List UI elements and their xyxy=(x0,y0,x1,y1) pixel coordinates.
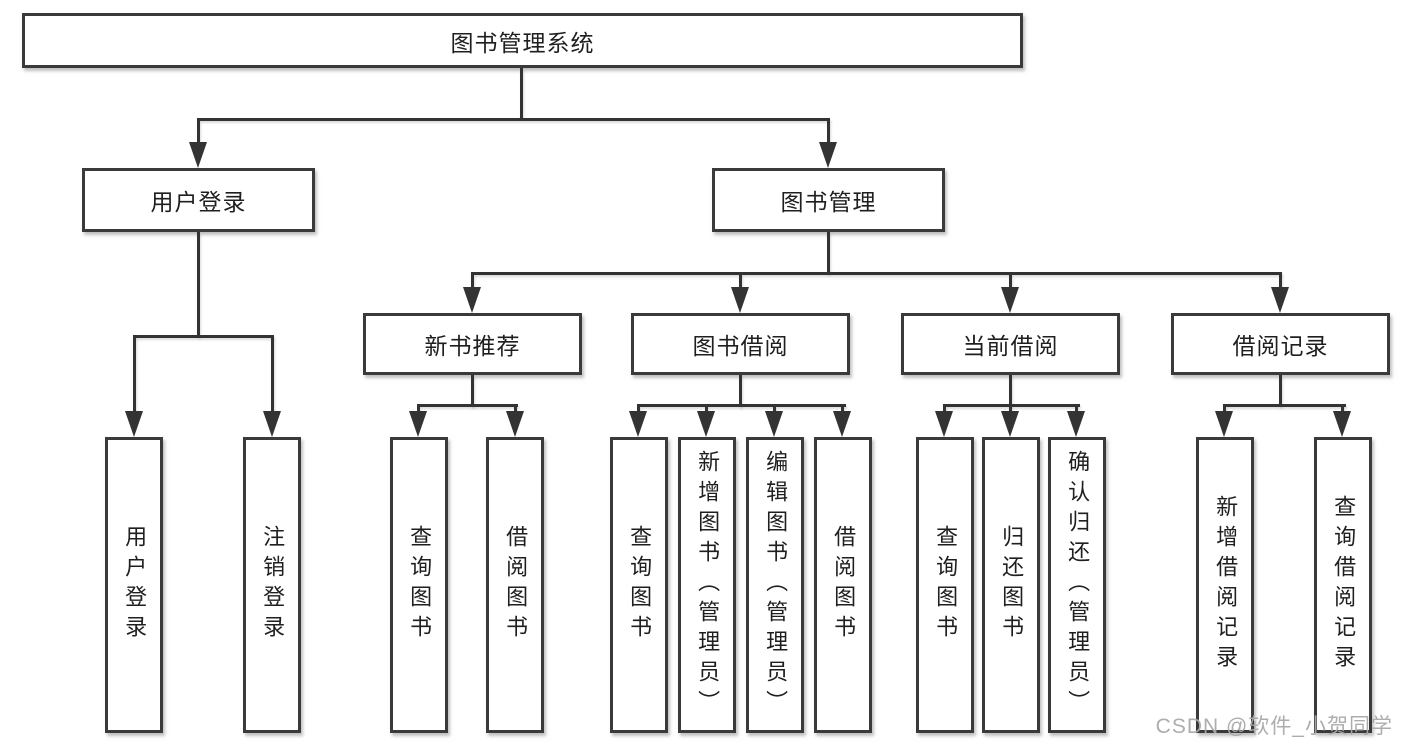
arrowhead-icon xyxy=(1271,287,1289,313)
connector-current-hline xyxy=(943,404,1080,407)
arrowhead-icon xyxy=(463,287,481,313)
node-current-borrow: 当前借阅 xyxy=(901,313,1120,375)
arrowhead-icon xyxy=(731,287,749,313)
connector-stem xyxy=(1341,406,1344,413)
connector-borrow-stem xyxy=(739,274,742,290)
node-leaf-borrow-books-1: 借阅图书 xyxy=(486,437,544,733)
node-library-system: 图书管理系统 xyxy=(22,13,1023,68)
connector-login-stem xyxy=(197,120,200,144)
arrowhead-icon xyxy=(1067,411,1085,437)
connector-stem xyxy=(773,406,776,413)
connector-current-down xyxy=(1009,375,1012,407)
node-leaf-add-borrow-record: 新增借阅记录 xyxy=(1196,437,1254,733)
connector-mgmt-down xyxy=(827,232,830,274)
connector-stem xyxy=(1223,406,1226,413)
connector-stem xyxy=(1075,406,1078,413)
connector-records-hline xyxy=(1223,404,1346,407)
arrowhead-icon xyxy=(765,411,783,437)
node-borrow-records: 借阅记录 xyxy=(1171,313,1390,375)
connector-newbook-stem xyxy=(471,274,474,290)
arrowhead-icon xyxy=(697,411,715,437)
connector-mgmt-stem xyxy=(827,120,830,144)
arrowhead-icon xyxy=(833,411,851,437)
arrowhead-icon xyxy=(629,411,647,437)
connector-current-stem xyxy=(1009,274,1012,290)
connector-stem xyxy=(637,406,640,413)
connector-login-hline xyxy=(133,335,274,338)
connector-borrow-hline xyxy=(637,404,846,407)
arrowhead-icon xyxy=(1001,411,1019,437)
connector-root-stem xyxy=(520,68,523,118)
watermark: CSDN @软件_小贺同学 xyxy=(1155,715,1393,738)
node-leaf-edit-books-admin: 编辑图书（管理员） xyxy=(746,437,804,733)
arrowhead-icon xyxy=(409,411,427,437)
connector-newbook-hline xyxy=(417,404,518,407)
connector-stem xyxy=(514,406,517,413)
connector-level3-hline xyxy=(471,272,1282,275)
node-leaf-user-login: 用户登录 xyxy=(105,437,163,733)
node-leaf-return-books: 归还图书 xyxy=(982,437,1040,733)
node-leaf-query-books-3: 查询图书 xyxy=(916,437,974,733)
connector-stem xyxy=(705,406,708,413)
connector-stem xyxy=(417,406,420,413)
connector-records-stem xyxy=(1279,274,1282,290)
arrowhead-icon xyxy=(125,411,143,437)
node-leaf-query-books-2: 查询图书 xyxy=(610,437,668,733)
connector-login-leaf1-stem xyxy=(133,337,136,414)
connector-login-leaf2-stem xyxy=(271,337,274,414)
node-leaf-query-borrow-record: 查询借阅记录 xyxy=(1314,437,1372,733)
arrowhead-icon xyxy=(263,411,281,437)
arrowhead-icon xyxy=(189,142,207,168)
connector-stem xyxy=(943,406,946,413)
connector-login-down xyxy=(197,232,200,337)
connector-level2-hline xyxy=(197,118,830,121)
connector-stem xyxy=(841,406,844,413)
node-leaf-logout: 注销登录 xyxy=(243,437,301,733)
node-book-management: 图书管理 xyxy=(712,168,945,232)
node-leaf-confirm-return-admin: 确认归还（管理员） xyxy=(1048,437,1106,733)
arrowhead-icon xyxy=(1215,411,1233,437)
arrowhead-icon xyxy=(819,142,837,168)
node-leaf-add-books-admin: 新增图书（管理员） xyxy=(678,437,736,733)
node-new-book-recommend: 新书推荐 xyxy=(363,313,582,375)
arrowhead-icon xyxy=(506,411,524,437)
connector-records-down xyxy=(1279,375,1282,407)
node-user-login: 用户登录 xyxy=(82,168,315,232)
arrowhead-icon xyxy=(935,411,953,437)
connector-stem xyxy=(1009,406,1012,413)
node-book-borrow: 图书借阅 xyxy=(631,313,850,375)
arrowhead-icon xyxy=(1333,411,1351,437)
connector-newbook-down xyxy=(471,375,474,407)
node-leaf-query-books-1: 查询图书 xyxy=(390,437,448,733)
arrowhead-icon xyxy=(1001,287,1019,313)
node-leaf-borrow-books-2: 借阅图书 xyxy=(814,437,872,733)
connector-borrow-down xyxy=(739,375,742,407)
